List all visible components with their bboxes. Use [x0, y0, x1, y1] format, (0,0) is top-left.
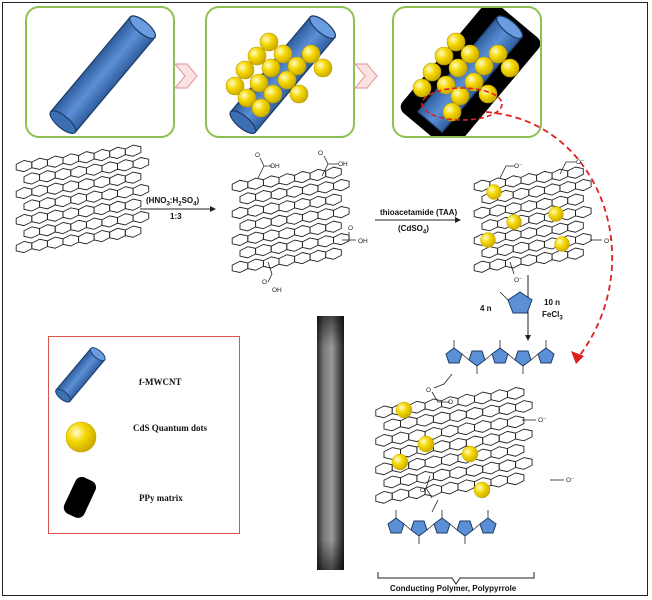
legend-label-mwcnt: f-MWCNT [139, 377, 182, 387]
step3-monomer-count: 4 n [480, 304, 492, 313]
blue-cylinder-icon [49, 15, 157, 135]
step2-reagent: thioacetamide (TAA) [380, 208, 458, 217]
step2-condition: (CdSO4) [398, 224, 429, 236]
black-block-icon [63, 476, 97, 518]
ppy-coated-composite [400, 8, 540, 136]
blue-cylinder-icon [55, 347, 106, 403]
step1-reagent: (HNO3:H2SO4) [146, 196, 200, 208]
step3-oxidant-count: 10 n [544, 298, 561, 307]
panel-mwcnt [25, 6, 175, 138]
legend-label-ppy: PPy matrix [139, 493, 183, 503]
legend-label-quantum-dots: CdS Quantum dots [133, 423, 208, 433]
mwcnt-with-quantum-dots [225, 15, 337, 135]
step3-oxidant: FeCl3 [542, 310, 563, 322]
panel-mwcnt-cds [205, 6, 355, 138]
step1-ratio: 1:3 [170, 212, 182, 221]
legend-icons [55, 347, 106, 518]
yellow-sphere-icon [65, 421, 97, 453]
legend: f-MWCNT CdS Quantum dots PPy matrix [48, 336, 240, 534]
product-label: Conducting Polymer, Polypyrrole [390, 584, 517, 593]
panel-mwcnt-cds-ppy [392, 6, 542, 138]
